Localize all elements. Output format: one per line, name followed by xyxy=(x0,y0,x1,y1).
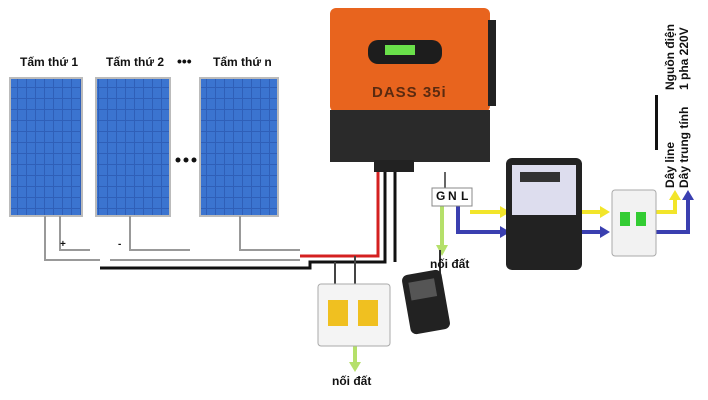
panel-n-label: Tấm thứ n xyxy=(213,55,272,69)
plus-sign: + xyxy=(60,239,66,250)
neutral-wire-label: Dây trung tính xyxy=(677,106,691,188)
wifi-monitor-device xyxy=(402,250,450,335)
source-label-1: Nguồn điện xyxy=(663,24,677,90)
inverter-brand: DASS 35i xyxy=(372,84,447,101)
panel-string-wires xyxy=(44,216,300,261)
panel-1-label: Tấm thứ 1 xyxy=(20,55,79,69)
solar-panel-1 xyxy=(9,77,83,217)
dc-negative-wire xyxy=(100,170,387,270)
ellipsis-dots xyxy=(175,157,197,163)
gnl-terminal-box xyxy=(431,187,473,207)
terminal-n: N xyxy=(448,189,457,203)
circuit-breaker xyxy=(611,189,657,257)
terminal-g: G xyxy=(436,189,446,203)
dc-positive-wire xyxy=(300,170,380,258)
surge-protector xyxy=(317,283,391,347)
ground-label-ac: nối đất xyxy=(430,257,470,271)
solar-panel-2 xyxy=(95,77,171,217)
terminal-l: L xyxy=(461,189,469,203)
inverter xyxy=(330,8,496,172)
solar-panel-n xyxy=(199,77,279,217)
line-wire-label: Dây line xyxy=(663,141,677,188)
ground-label-dc: nối đất xyxy=(332,374,372,388)
spd-wires xyxy=(334,256,356,285)
source-label-2: 1 pha 220V xyxy=(677,27,691,90)
panel-2-label: Tấm thứ 2 xyxy=(106,55,165,69)
minus-sign: - xyxy=(118,239,122,250)
ellipsis: ••• xyxy=(177,53,192,69)
energy-meter xyxy=(506,158,582,270)
divider xyxy=(655,95,658,150)
